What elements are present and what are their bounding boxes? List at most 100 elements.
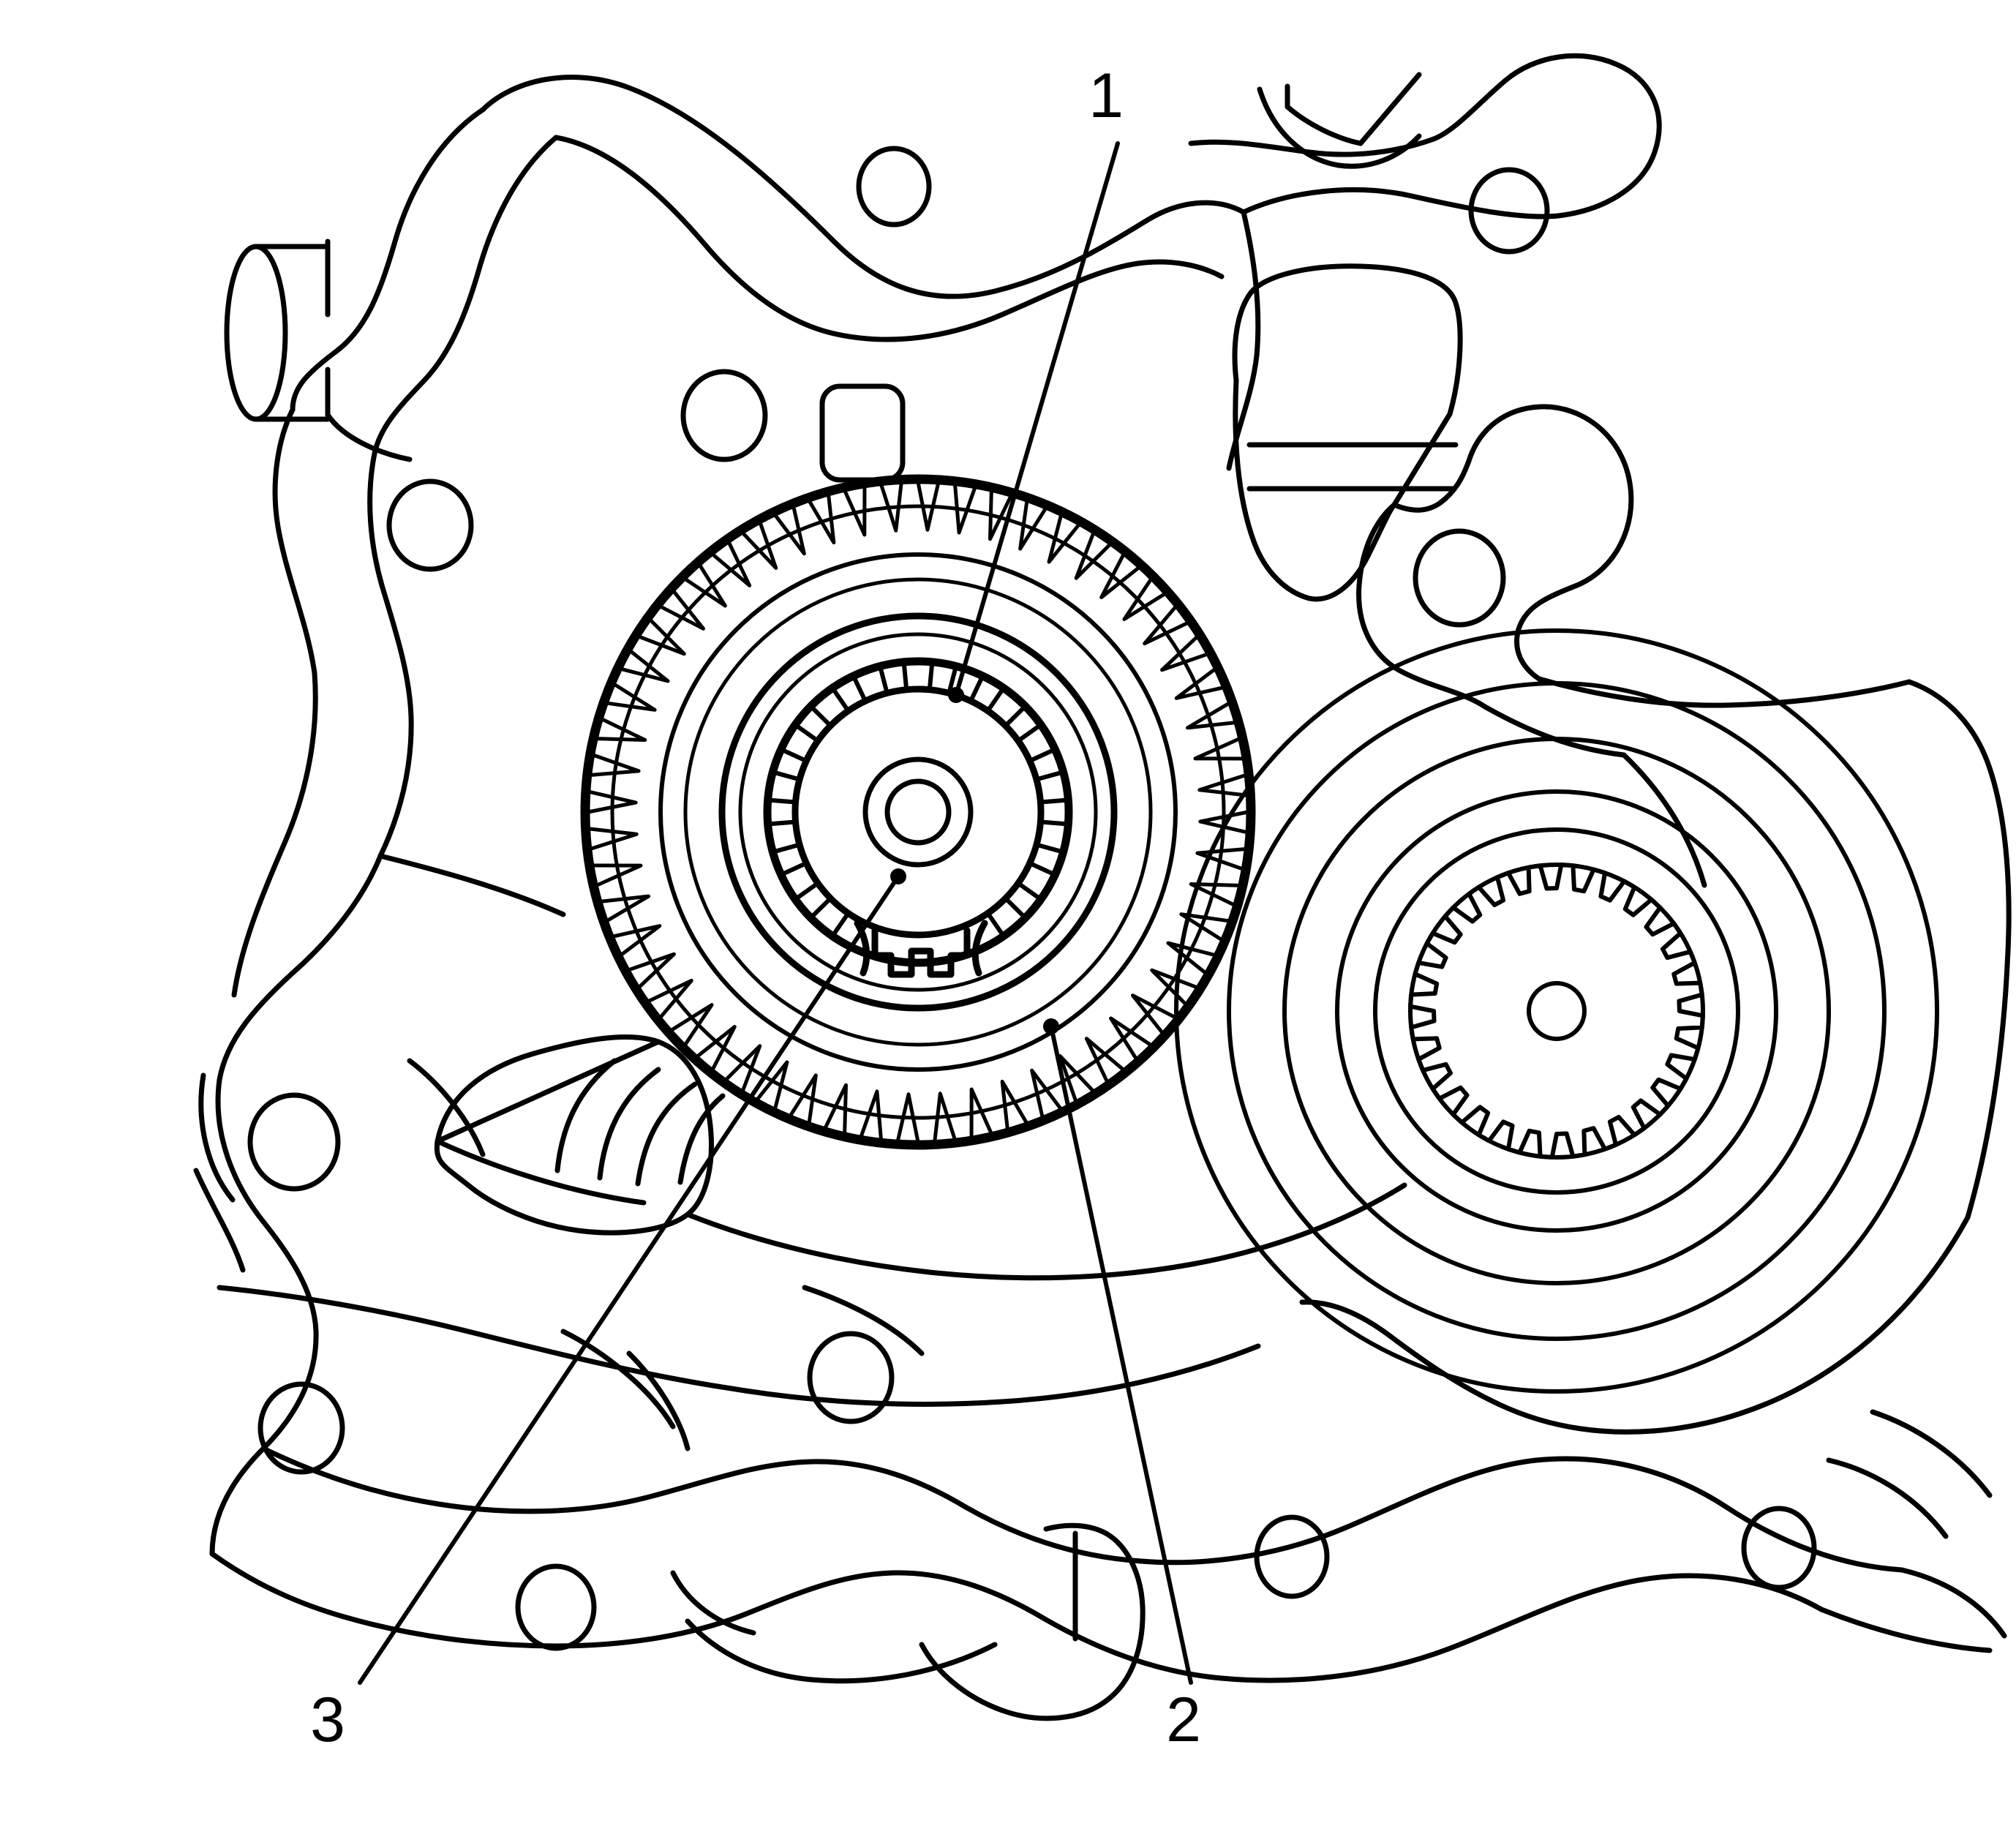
callout-label-3: 3 — [310, 1685, 345, 1755]
drive-gear-web-ring-4 — [738, 632, 1098, 992]
gear-tooth — [587, 827, 639, 851]
callout-label-2: 2 — [1166, 1685, 1201, 1755]
drive-gear-shaft-boss — [862, 756, 974, 868]
gear-tooth — [1193, 737, 1246, 761]
gear-tooth — [588, 753, 641, 777]
gear-tooth — [669, 1003, 714, 1048]
driven-gear-tooth-profile — [1408, 863, 1705, 1160]
gear-tooth — [1189, 882, 1242, 907]
leader-line-2 — [1049, 1024, 1193, 1685]
bolt-hole-bottom-1 — [807, 1331, 895, 1424]
gear-tooth — [788, 1073, 818, 1126]
gear-tooth — [933, 1092, 957, 1143]
hub-key-notch — [854, 920, 988, 978]
gear-tooth — [1047, 513, 1081, 564]
hub-spline — [765, 770, 801, 805]
driven-gear-seat-ring — [1373, 827, 1740, 1195]
hub-spline — [851, 664, 889, 702]
gear-tooth — [879, 481, 903, 533]
gear-tooth — [916, 480, 941, 532]
bolt-hole-bottom-3 — [515, 1563, 597, 1651]
gear-tooth — [1166, 941, 1217, 975]
gear-tooth — [843, 484, 867, 537]
hub-spline — [1035, 770, 1071, 805]
hub-spline-ring — [765, 659, 1071, 939]
bolt-hole-upper-left — [680, 369, 768, 462]
bolt-hole-right-upper — [1413, 528, 1506, 628]
gear-tooth — [740, 520, 778, 570]
drive-gear-root-circle — [610, 504, 1226, 1120]
bolt-hole-lug-arm — [1468, 167, 1550, 255]
gear-tooth — [1099, 552, 1141, 599]
gear-tooth — [988, 488, 1013, 541]
gear-tooth — [807, 492, 836, 545]
leader-dot-1 — [948, 687, 964, 703]
gear-tooth — [1000, 1079, 1029, 1132]
driven-gear-bore — [1527, 981, 1587, 1041]
driven-gear-tip-circle — [1408, 863, 1705, 1160]
gear-tooth — [859, 1089, 883, 1142]
bolt-hole-bottom-4 — [1254, 1514, 1330, 1599]
gear-tooth — [755, 1060, 789, 1111]
gear-tooth — [598, 894, 651, 923]
drive-gear-outer-rim — [580, 474, 1256, 1150]
bolt-hole-top — [856, 146, 932, 228]
gear-tooth — [1074, 530, 1113, 580]
driven-gear — [1174, 628, 1939, 1394]
driven-gear-bore-ring — [1335, 789, 1778, 1233]
gear-tooth — [695, 1025, 737, 1072]
driven-gear-housing-ring-1 — [1174, 628, 1939, 1394]
hub-spline — [808, 897, 850, 939]
gear-tooth — [1131, 993, 1178, 1035]
gear-tooth — [1030, 1068, 1064, 1120]
hub-spline — [1035, 819, 1071, 854]
drive-gear-web-ring-1 — [658, 552, 1178, 1072]
driven-gear-teeth — [1408, 863, 1705, 1160]
bolt-hole-left-upper — [386, 478, 474, 572]
hub-spline — [986, 897, 1028, 939]
hub-spline — [778, 722, 819, 763]
hub-spline — [778, 861, 819, 902]
hub-spline — [808, 685, 850, 727]
gear-tooth — [586, 789, 638, 814]
gear-tooth — [604, 682, 657, 712]
gear-tooth — [1174, 666, 1226, 700]
gear-tooth — [772, 504, 806, 556]
drive-gear-web-ring-3 — [718, 612, 1118, 1012]
gear-tooth — [895, 1092, 920, 1144]
gear-tooth — [1195, 847, 1248, 871]
gear-tooth — [610, 924, 662, 958]
gear-tooth — [590, 863, 643, 887]
leader-dot-3 — [890, 868, 906, 884]
callout-label-1: 1 — [1088, 61, 1124, 131]
bolt-hole-bottom-5 — [1741, 1506, 1817, 1590]
leader-line-3 — [358, 874, 900, 1685]
gear-tooth — [1122, 576, 1167, 621]
hub-spline — [986, 685, 1028, 727]
hub-spline — [901, 659, 935, 691]
leader-dot-2 — [1043, 1018, 1059, 1034]
drive-gear-hub-inner — [791, 685, 1045, 939]
gear-tooth — [636, 617, 686, 656]
gear-tooth — [626, 952, 676, 990]
drive-gear-teeth — [586, 480, 1250, 1144]
drive-gear — [580, 474, 1256, 1150]
gear-tooth — [646, 978, 693, 1020]
gear-tooth — [1084, 1037, 1126, 1084]
gear-tooth — [594, 717, 647, 742]
gear-tooth — [1018, 498, 1048, 551]
drive-gear-web-ring-2 — [683, 577, 1153, 1047]
gear-tooth — [1179, 912, 1232, 942]
hub-spline — [1017, 722, 1058, 763]
driven-gear-housing-ring-2 — [1227, 681, 1887, 1341]
housing-casting — [193, 53, 2012, 1721]
drive-gear-bore — [884, 778, 952, 846]
gear-tooth — [1160, 634, 1210, 672]
gear-tooth — [823, 1083, 848, 1136]
bolt-hole-left-lower — [247, 1092, 341, 1192]
gear-tooth — [1058, 1054, 1096, 1104]
gear-tooth — [969, 1087, 993, 1140]
